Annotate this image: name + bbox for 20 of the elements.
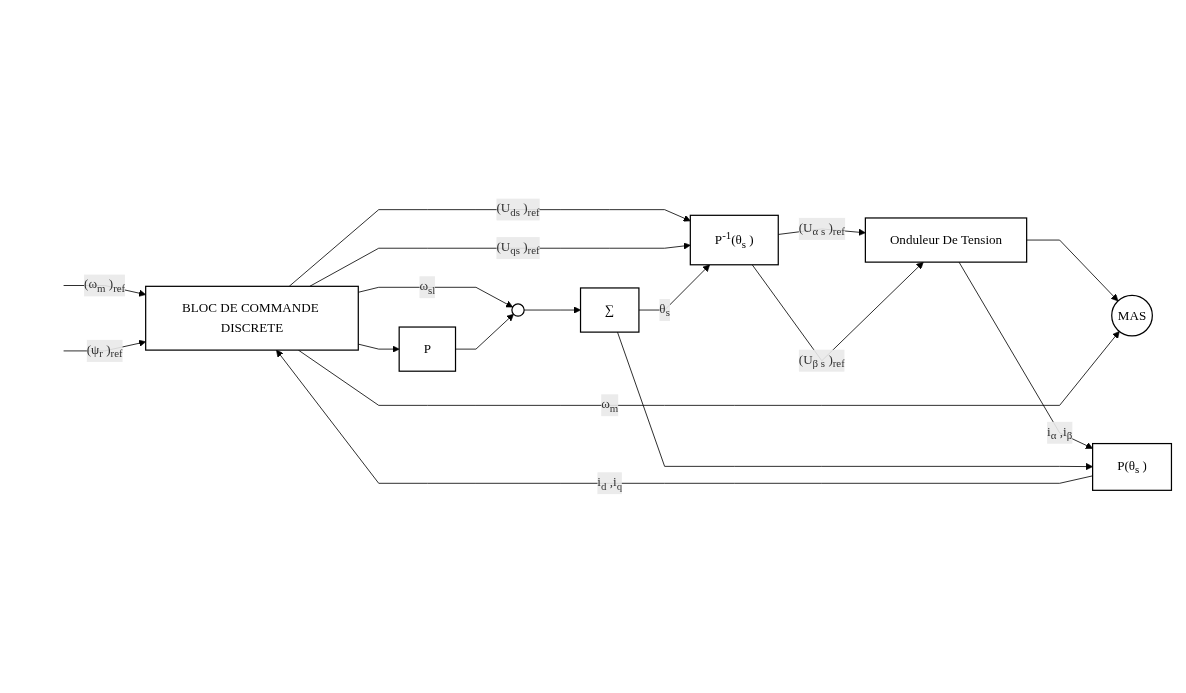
edge-label: (ψ$_{r}$ )$_{ref}$: [86, 342, 123, 360]
edge-label: (U$_{ds}$ )$_{ref}$: [496, 201, 540, 219]
edge-label: i$_{α}$ ,i$_{β}$: [1047, 424, 1073, 442]
edge-label: (ω$_{m}$ )$_{ref}$: [84, 276, 126, 295]
node-box: [864, 217, 1028, 263]
edge-label: θ$_{s}$: [659, 301, 670, 319]
node-box: [398, 326, 457, 372]
edge-label: (U$_{β s}$ )$_{ref}$: [798, 352, 845, 370]
edge-label: (U$_{qs}$ )$_{ref}$: [496, 239, 540, 257]
node-circle: [1111, 294, 1153, 337]
node-box: [579, 287, 640, 333]
edge-label: i$_{d}$ ,i$_{q}$: [597, 474, 623, 492]
edge-label: ω$_{sl}$: [419, 278, 436, 296]
node-box: [689, 214, 779, 266]
edge-label: (U$_{α s}$ )$_{ref}$: [798, 220, 845, 238]
edge-label: ω$_{m}$: [601, 396, 619, 415]
node-box: [145, 285, 359, 351]
block-diagram: (ω$_{m}$ )$_{ref}$ (ψ$_{r}$ )$_{ref}$ i$_{d}$ ,i$_{q}$ (U$_{ds}$ )$_{ref}$ (U$_{qs}$ )$_{ref}$ (U$_{α s}$ )$_{ref}$ (U$_{β s}$ )$_{ref}$ i$_{α}$ ,i$_{β}$ θ$_{s}$ ω$_{sl}$ ω$_{m}$ BLOC DE COMMANDE DISCRETE P(θ$_{s}$ ) P$^{-1}$(θ$_{s}$ ) Onduleur De Tension MAS ∑ P: [8, 192, 1178, 501]
node-box: [1092, 442, 1173, 491]
node-circle: [511, 303, 525, 317]
